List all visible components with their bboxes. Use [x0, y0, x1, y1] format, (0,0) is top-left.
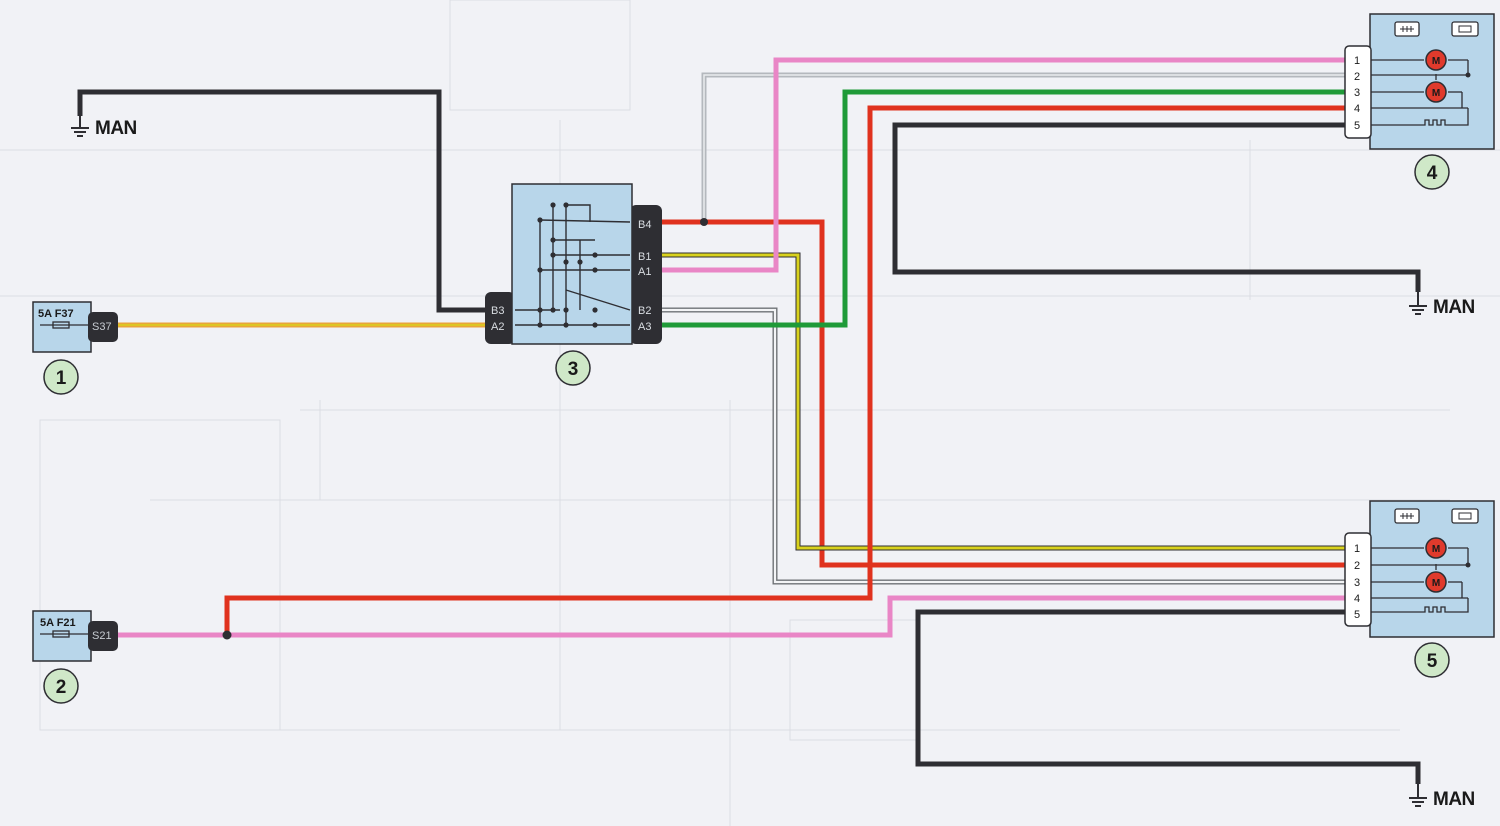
wire-b4-mirror4 — [701, 72, 1345, 222]
switch-pin-b2: B2 — [638, 305, 651, 317]
ground-symbol-mirror5 — [1409, 784, 1427, 807]
ground-label-mirror4: MAN — [1433, 297, 1475, 318]
wire-s21-mirror4 — [224, 105, 1345, 635]
mirror-4-motor-1-label: M — [1432, 56, 1440, 67]
ground-symbol-mirror4 — [1409, 292, 1427, 315]
wire-a3-mirror4 — [662, 89, 1345, 328]
mirror-5-number: 5 — [1427, 651, 1438, 672]
splice-dot-b4 — [700, 218, 708, 226]
mirror-5-motor-2 — [1425, 571, 1447, 593]
fuse-2-number-circle — [43, 668, 79, 704]
wire-b2-mirror5 — [662, 307, 1345, 585]
mirror-4-heater-icon — [1451, 21, 1479, 37]
mirror-5-motor-1 — [1425, 537, 1447, 559]
switch-pin-b3: B3 — [491, 305, 504, 317]
fuse-1-number-circle — [43, 359, 79, 395]
wire-s21-mirror5 — [118, 595, 1345, 638]
switch-pin-a1: A1 — [638, 266, 651, 278]
fuse-2: 5A F21 S21 — [32, 610, 118, 662]
fuse-2-terminal: S21 — [92, 630, 112, 642]
switch-pin-b4: B4 — [638, 219, 651, 231]
switch-pin-a2: A2 — [491, 321, 504, 333]
wire-b4-mirror5 — [662, 219, 1345, 568]
mirror-4-pin-1: 1 — [1354, 55, 1360, 67]
mirror-4-pin-4: 4 — [1354, 103, 1360, 115]
switch-number-circle — [555, 350, 591, 386]
splice-dot-s21 — [222, 630, 232, 640]
fuse-2-number: 2 — [56, 677, 67, 698]
wire-mirror5-ground — [915, 609, 1421, 784]
mirror-5-motor-2-label: M — [1432, 578, 1440, 589]
mirror-4-pin-2: 2 — [1354, 71, 1360, 83]
fuse-2-rating: 5A F21 — [40, 617, 76, 629]
mirror-4-pin-3: 3 — [1354, 87, 1360, 99]
mirror-5-heater-icon — [1451, 508, 1479, 524]
switch-contact-dots — [537, 202, 598, 328]
mirror-4-pin-5: 5 — [1354, 120, 1360, 132]
mirror-4-motor-1 — [1425, 49, 1447, 71]
mirror-4: M M 1 2 3 4 5 — [1344, 13, 1495, 150]
ground-label-mirror5: MAN — [1433, 789, 1475, 810]
fuse-1: 5A F37 S37 — [32, 301, 118, 353]
mirror-4-motor-2 — [1425, 81, 1447, 103]
fuse-1-terminal: S37 — [92, 321, 112, 333]
wire-b1-mirror5 — [662, 252, 1345, 551]
switch-number: 3 — [568, 359, 579, 380]
mirror-5-pin-3: 3 — [1354, 577, 1360, 589]
wire-a1-mirror4 — [662, 57, 1345, 273]
wire-ground-switch — [77, 89, 490, 313]
fuse-1-rating: 5A F37 — [38, 308, 74, 320]
mirror-5-pin-4: 4 — [1354, 593, 1360, 605]
ground-symbol-top-left — [71, 116, 89, 137]
mirror-switch: B3 A2 B4 B1 A1 B2 A3 — [485, 183, 662, 345]
mirror-5: M M 1 2 3 4 5 — [1344, 500, 1495, 638]
mirror-4-number-circle — [1414, 154, 1450, 190]
switch-pin-a3: A3 — [638, 321, 651, 333]
mirror-4-motor-2-label: M — [1432, 88, 1440, 99]
wire-mirror4-ground — [892, 122, 1421, 292]
mirror-5-number-circle — [1414, 642, 1450, 678]
fuse-1-number: 1 — [56, 368, 67, 389]
switch-pin-b1: B1 — [638, 251, 651, 263]
ground-label-top-left: MAN — [95, 118, 137, 139]
mirror-5-pin-1: 1 — [1354, 543, 1360, 555]
mirror-5-motor-1-label: M — [1432, 544, 1440, 555]
mirror-4-number: 4 — [1427, 163, 1438, 184]
mirror-5-pin-5: 5 — [1354, 609, 1360, 621]
mirror-5-pin-2: 2 — [1354, 560, 1360, 572]
